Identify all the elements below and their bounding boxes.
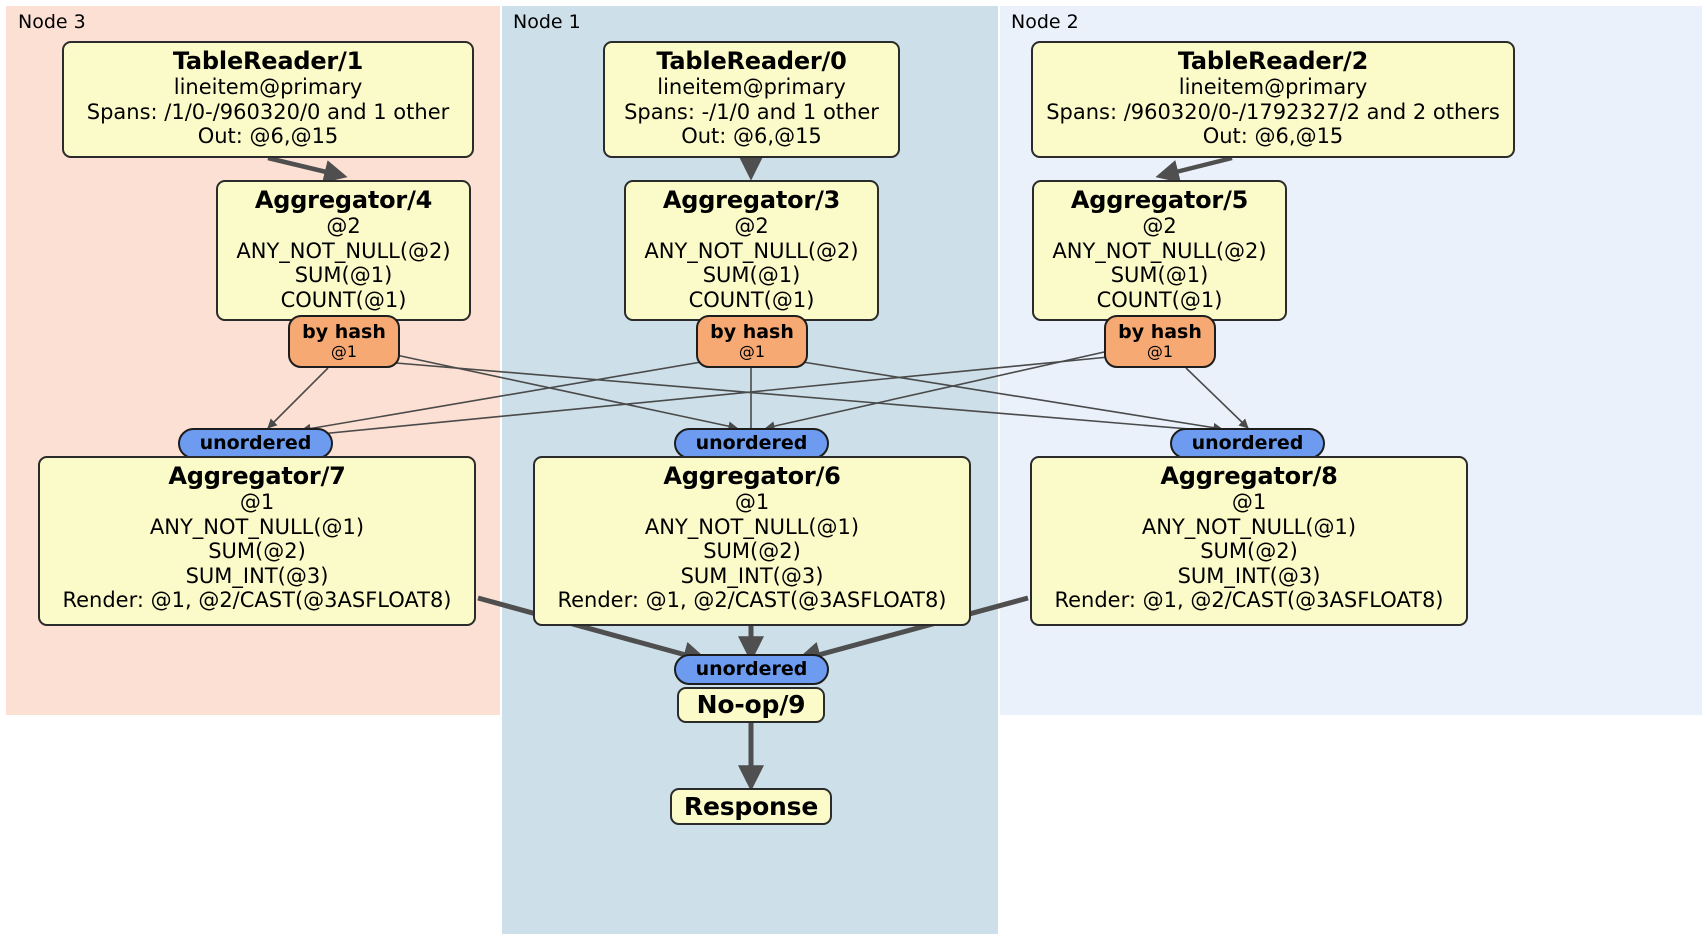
synchronizer-unordered-left[interactable]: unordered <box>178 428 333 459</box>
node-region-label-node3: Node 3 <box>18 11 86 33</box>
processor-line: Out: @6,@15 <box>197 124 339 149</box>
processor-line: @2 <box>734 214 769 239</box>
processor-line: lineitem@primary <box>657 75 846 100</box>
processor-title: Aggregator/7 <box>168 462 346 490</box>
processor-line: ANY_NOT_NULL(@2) <box>644 238 859 263</box>
processor-line: COUNT(@1) <box>1096 287 1223 312</box>
processor-line: ANY_NOT_NULL(@2) <box>236 238 451 263</box>
processor-line: Render: @1, @2/CAST(@3ASFLOAT8) <box>62 588 452 613</box>
processor-line: Spans: -/1/0 and 1 other <box>624 99 879 124</box>
processor-title: TableReader/2 <box>1177 47 1369 75</box>
processor-line: Out: @6,@15 <box>1202 124 1344 149</box>
processor-aggregator-7[interactable]: Aggregator/7 @1 ANY_NOT_NULL(@1) SUM(@2)… <box>38 456 476 626</box>
processor-line: SUM_INT(@3) <box>1177 563 1321 588</box>
processor-title: Aggregator/5 <box>1070 186 1249 214</box>
edge-hashright-unorderedleft <box>299 355 1120 440</box>
processor-title: Aggregator/8 <box>1160 462 1338 490</box>
processor-line: ANY_NOT_NULL(@1) <box>1141 514 1357 539</box>
synchronizer-label: unordered <box>695 432 808 455</box>
processor-line: Spans: /960320/0-/1792327/2 and 2 others <box>1046 99 1500 124</box>
processor-aggregator-8[interactable]: Aggregator/8 @1 ANY_NOT_NULL(@1) SUM(@2)… <box>1030 456 1468 626</box>
processor-line: COUNT(@1) <box>688 287 815 312</box>
processor-noop-9[interactable]: No-op/9 <box>677 687 825 723</box>
edge-hashcenter-unorderedleft <box>301 359 714 434</box>
edge-aggregator8-unorderedfinal <box>794 595 1029 668</box>
synchronizer-unordered-right[interactable]: unordered <box>1170 428 1325 459</box>
processor-line: Spans: /1/0-/960320/0 and 1 other <box>86 99 450 124</box>
processor-line: @2 <box>326 214 361 239</box>
router-label: by hash <box>302 321 386 343</box>
processor-line: ANY_NOT_NULL(@1) <box>149 514 365 539</box>
processor-line: SUM(@2) <box>208 539 306 564</box>
synchronizer-unordered-center[interactable]: unordered <box>674 428 829 459</box>
router-label: by hash <box>1118 321 1202 343</box>
processor-title: TableReader/0 <box>656 47 847 75</box>
processor-line: @1 <box>734 490 770 515</box>
processor-line: SUM(@2) <box>703 539 801 564</box>
router-column: @1 <box>1146 341 1174 361</box>
router-column: @1 <box>738 341 766 361</box>
processor-line: @1 <box>239 490 275 515</box>
processor-aggregator-3[interactable]: Aggregator/3 @2 ANY_NOT_NULL(@2) SUM(@1)… <box>624 180 879 321</box>
node-region-label-node2: Node 2 <box>1011 11 1079 33</box>
processor-line: lineitem@primary <box>173 75 363 100</box>
processor-line: Render: @1, @2/CAST(@3ASFLOAT8) <box>1054 588 1444 613</box>
router-column: @1 <box>330 341 358 361</box>
edge-aggregator7-unorderedfinal <box>477 595 710 668</box>
router-label: by hash <box>710 321 794 343</box>
processor-aggregator-5[interactable]: Aggregator/5 @2 ANY_NOT_NULL(@2) SUM(@1)… <box>1032 180 1287 321</box>
edge-hashright-unorderedcenter <box>765 347 1123 431</box>
processor-line: @2 <box>1142 214 1177 239</box>
synchronizer-label: unordered <box>199 432 312 455</box>
edge-hashleft-unorderedright <box>383 361 1226 437</box>
processor-line: SUM(@1) <box>294 263 393 288</box>
processor-line: lineitem@primary <box>1178 75 1368 100</box>
processor-line: SUM_INT(@3) <box>185 563 329 588</box>
processor-title: No-op/9 <box>696 690 806 720</box>
synchronizer-label: unordered <box>695 658 808 681</box>
synchronizer-unordered-final[interactable]: unordered <box>674 654 829 685</box>
processor-table-reader-1[interactable]: TableReader/1 lineitem@primary Spans: /1… <box>62 41 474 158</box>
processor-title: Aggregator/3 <box>662 186 841 214</box>
processor-line: SUM_INT(@3) <box>680 563 824 588</box>
processor-line: ANY_NOT_NULL(@2) <box>1052 238 1267 263</box>
processor-line: SUM(@2) <box>1200 539 1298 564</box>
edge-hashleft-unorderedcenter <box>381 351 738 431</box>
processor-table-reader-0[interactable]: TableReader/0 lineitem@primary Spans: -/… <box>603 41 900 158</box>
processor-response[interactable]: Response <box>670 788 832 825</box>
processor-line: SUM(@1) <box>1110 263 1209 288</box>
router-by-hash-center[interactable]: by hash @1 <box>696 315 808 368</box>
processor-line: Out: @6,@15 <box>681 124 822 149</box>
processor-line: SUM(@1) <box>702 263 801 288</box>
processor-line: COUNT(@1) <box>280 287 407 312</box>
processor-table-reader-2[interactable]: TableReader/2 lineitem@primary Spans: /9… <box>1031 41 1515 158</box>
processor-line: Render: @1, @2/CAST(@3ASFLOAT8) <box>557 588 947 613</box>
processor-title: Aggregator/4 <box>254 186 433 214</box>
processor-title: Aggregator/6 <box>663 462 841 490</box>
processor-aggregator-6[interactable]: Aggregator/6 @1 ANY_NOT_NULL(@1) SUM(@2)… <box>533 456 971 626</box>
router-by-hash-right[interactable]: by hash @1 <box>1104 315 1216 368</box>
router-by-hash-left[interactable]: by hash @1 <box>288 315 400 368</box>
edge-hashleft-unorderedleft <box>267 367 329 429</box>
processor-line: @1 <box>1231 490 1267 515</box>
processor-aggregator-4[interactable]: Aggregator/4 @2 ANY_NOT_NULL(@2) SUM(@1)… <box>216 180 471 321</box>
edge-hashright-unorderedright <box>1185 367 1249 429</box>
synchronizer-label: unordered <box>1191 432 1304 455</box>
edge-hashcenter-unorderedright <box>789 359 1223 433</box>
processor-title: TableReader/1 <box>172 47 364 75</box>
edge-tablereader1-aggregator4 <box>267 155 348 184</box>
edge-tablereader2-aggregator5 <box>1155 155 1233 183</box>
node-region-label-node1: Node 1 <box>513 11 581 33</box>
processor-title: Response <box>683 791 819 821</box>
processor-line: ANY_NOT_NULL(@1) <box>644 514 860 539</box>
